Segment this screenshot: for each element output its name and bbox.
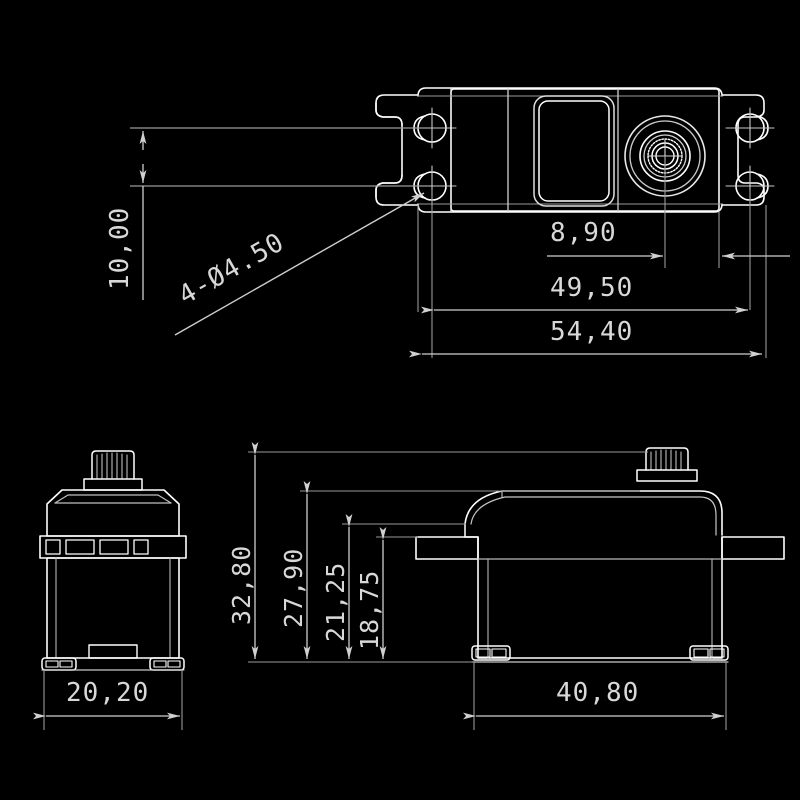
dim-label-8-90: 8,90 [550, 218, 617, 248]
side-view-foot-details [475, 648, 725, 658]
side-view-shaft-collar [636, 469, 698, 482]
side-view [415, 447, 785, 663]
dim-label-54-40: 54,40 [550, 317, 633, 347]
front-view-spline-shaft [91, 450, 135, 480]
front-view-spline-teeth [96, 452, 128, 479]
top-view [375, 87, 775, 213]
leader-line-hole-callout [174, 192, 425, 336]
front-view-dimensions: 20,20 [33, 670, 183, 730]
dim-label-32-80: 32,80 [227, 545, 256, 625]
top-view-left-ear-slot-upper [375, 102, 403, 126]
side-view-foot-right [689, 645, 729, 661]
dim-label-27-90: 27,90 [279, 548, 308, 628]
front-view-flange-ribs [45, 539, 149, 555]
side-view-dimensions: 32,80 27,90 21,25 18,75 40,80 [227, 442, 727, 730]
side-view-top-cover [464, 490, 723, 536]
front-view-bottom-boss [88, 644, 138, 659]
side-view-spline-shaft [645, 447, 689, 471]
dim-label-20-20: 20,20 [66, 678, 149, 708]
dim-label-18-75: 18,75 [355, 570, 384, 650]
front-view-foot-details [45, 660, 181, 668]
top-view-left-ear-slot-lower [375, 174, 403, 198]
dim-label-10-00: 10,00 [105, 207, 135, 290]
front-view-case-top-inner-chamfer [54, 494, 172, 504]
side-view-body [477, 536, 723, 659]
side-view-spline-teeth [650, 449, 682, 471]
dim-label-49-50: 49,50 [550, 273, 633, 303]
dim-label-21-25: 21,25 [321, 562, 350, 642]
top-view-window-inner [538, 100, 610, 202]
side-view-top-cover-inner [470, 496, 717, 536]
front-view [39, 450, 187, 671]
top-view-window-outer [533, 95, 615, 207]
side-view-foot-left [471, 645, 511, 661]
dim-label-40-80: 40,80 [556, 678, 639, 708]
